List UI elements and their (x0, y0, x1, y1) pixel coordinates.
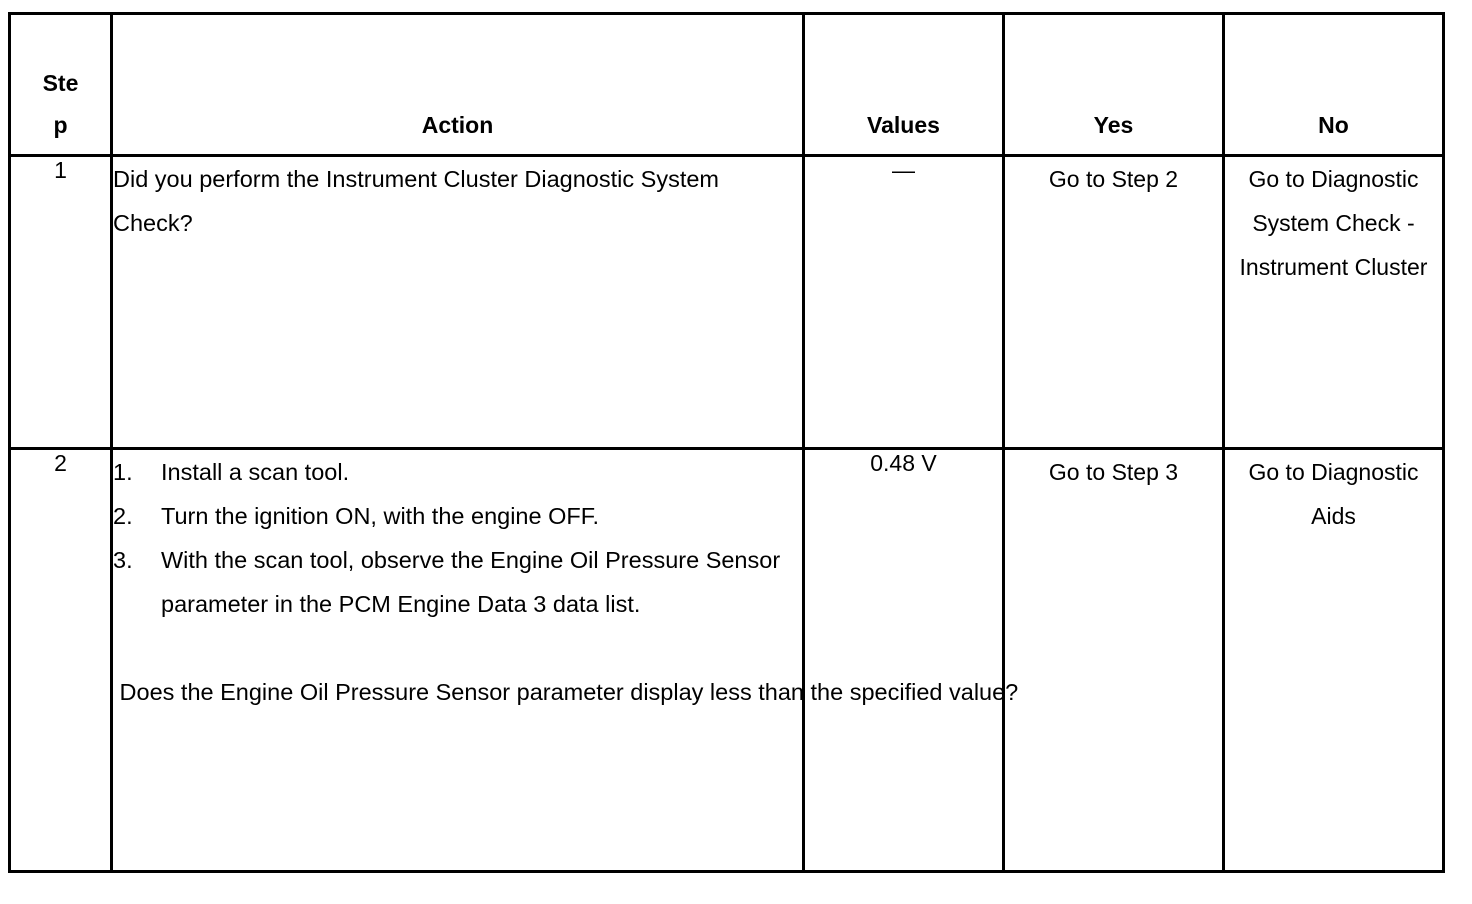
values-text: — (892, 157, 915, 183)
diagnostic-procedure-table: Step Action Values Yes No 1 Did you perf… (8, 12, 1445, 873)
column-header-yes: Yes (1002, 12, 1225, 157)
action-step-list: 1. Install a scan tool. 2. Turn the igni… (113, 450, 802, 626)
yes-branch-cell: Go to Step 3 (1002, 447, 1225, 873)
table-row: 2 1. Install a scan tool. 2. Turn the ig… (8, 447, 1445, 873)
column-header-step: Step (8, 12, 113, 157)
yes-branch-cell: Go to Step 2 (1002, 154, 1225, 450)
column-header-step-label: Step (42, 70, 79, 138)
action-question-text: Does the Engine Oil Pressure Sensor para… (113, 679, 1019, 705)
action-cell: Did you perform the Instrument Cluster D… (110, 154, 805, 450)
values-cell: 0.48 V (802, 447, 1005, 873)
no-branch-text: Go to Diagnostic System Check - Instrume… (1239, 166, 1428, 280)
list-item-text: Install a scan tool. (161, 459, 350, 485)
list-item: 3. With the scan tool, observe the Engin… (113, 538, 802, 626)
list-item-number: 1. (113, 459, 133, 485)
list-item-text: With the scan tool, observe the Engine O… (161, 547, 781, 617)
action-text: Did you perform the Instrument Cluster D… (113, 166, 720, 236)
list-item: 2. Turn the ignition ON, with the engine… (113, 494, 802, 538)
list-item-number: 2. (113, 503, 133, 529)
table-row: 1 Did you perform the Instrument Cluster… (8, 154, 1445, 450)
spacer-line (113, 626, 802, 670)
action-cell: 1. Install a scan tool. 2. Turn the igni… (110, 447, 1019, 873)
list-item-number: 3. (113, 547, 133, 573)
values-cell: — (802, 154, 1005, 450)
list-item: 1. Install a scan tool. (113, 450, 802, 494)
step-number-cell: 2 (8, 447, 113, 873)
values-text: 0.48 V (870, 450, 937, 476)
no-branch-cell: Go to Diagnostic Aids (1222, 447, 1445, 873)
yes-branch-text: Go to Step 2 (1048, 166, 1179, 192)
no-branch-cell: Go to Diagnostic System Check - Instrume… (1222, 154, 1445, 450)
yes-branch-text: Go to Step 3 (1048, 459, 1179, 485)
step-number-cell: 1 (8, 154, 113, 450)
column-header-no: No (1222, 12, 1445, 157)
column-header-action: Action (110, 12, 805, 157)
column-header-values: Values (802, 12, 1005, 157)
list-item-text: Turn the ignition ON, with the engine OF… (161, 503, 600, 529)
no-branch-text: Go to Diagnostic Aids (1248, 459, 1419, 529)
table-header-row: Step Action Values Yes No (8, 12, 1445, 157)
